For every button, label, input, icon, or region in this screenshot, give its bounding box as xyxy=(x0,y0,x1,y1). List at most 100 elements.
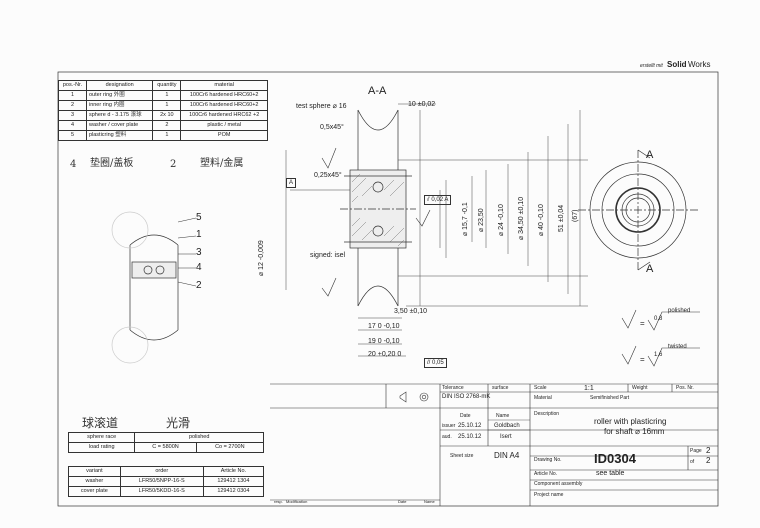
side-view xyxy=(578,149,698,271)
tolerance-label: Tolerance xyxy=(442,385,464,391)
component-label: Component assembly xyxy=(534,481,583,487)
designation-text: plasticring xyxy=(88,131,114,138)
col-header: order xyxy=(119,466,204,477)
total-pages: 2 xyxy=(706,456,711,465)
designation-cell: washer / cover plate xyxy=(85,120,154,131)
scale-value: 1:1 xyxy=(584,385,594,392)
description-label: Description xyxy=(534,411,560,417)
project-label: Project name xyxy=(534,492,564,498)
handwritten-material: 塑料/金属 xyxy=(200,158,244,169)
table-row: washer LFR50/5NPP-16-S 129412 1304 xyxy=(68,476,265,487)
order-cell: LFR50/5NPP-16-S xyxy=(119,476,204,487)
polished-label: polished xyxy=(668,308,691,314)
brand-solid: Solid xyxy=(667,60,687,69)
created-with-label: erstellt mit xyxy=(640,63,663,69)
surface-label: surface xyxy=(492,385,509,391)
callout-2: 2 xyxy=(196,280,202,291)
material-cell: 100Cr6 hardened HRC60+2 xyxy=(180,100,268,111)
pos-cell: 2 xyxy=(58,100,87,111)
article-value: see table xyxy=(596,470,625,477)
date-label: Date xyxy=(460,413,471,419)
load-label: sphere race xyxy=(67,432,136,443)
load-table: sphere race polished load rating C = 580… xyxy=(67,432,265,453)
datum-label: A xyxy=(286,178,297,188)
quantity-cell: 2 xyxy=(152,120,182,131)
section-view-outline xyxy=(340,109,416,307)
dia-23-50-dim: ⌀ 23,50 xyxy=(478,208,485,232)
frame-value: 0,02 xyxy=(431,197,444,203)
quantity-cell: 1 xyxy=(152,130,182,141)
designation-text: sphere d - 3.175 xyxy=(88,111,130,118)
test-sphere-label: test sphere ⌀ 16 xyxy=(296,103,347,110)
material-cell: 100Cr6 hardened HRC60+2 xyxy=(180,90,268,101)
parts-table: pos.-Nr. designation quantity material 1… xyxy=(58,80,268,141)
handwritten-note: 内圈 xyxy=(113,101,125,108)
handwritten-polished: 光滑 xyxy=(166,416,191,430)
variant-cell: cover plate xyxy=(68,486,121,497)
col-header: designation xyxy=(85,80,154,91)
roughness-symbol xyxy=(415,209,431,227)
page-number: 2 xyxy=(706,446,711,455)
title-block-grid xyxy=(270,383,718,506)
quantity-cell: 2x 10 xyxy=(152,110,182,121)
polished-value: 0,8 xyxy=(654,316,663,322)
article-label: Article No. xyxy=(534,471,558,477)
variant-cell: washer xyxy=(68,476,121,487)
callout-4: 4 xyxy=(196,262,202,273)
col-header: material xyxy=(180,80,268,91)
aud-date: 25.10.12 xyxy=(458,434,482,440)
frame-datum: A xyxy=(444,197,449,203)
material-value: Semifinished Part xyxy=(590,395,630,401)
twisted-label: twisted xyxy=(668,344,687,350)
dia-34-50-dim: ⌀ 34,50 ±0,10 xyxy=(518,196,525,240)
material-cell: 100Cr6 hardened HRC62 +2 xyxy=(180,110,268,121)
material-cell: plastic / metal xyxy=(180,120,268,131)
callout-5: 5 xyxy=(196,212,202,223)
table-row: load rating C = 5800N Co = 2700N xyxy=(67,442,265,453)
dim-20: 20 +0,20 0 xyxy=(368,351,402,358)
material-label: Material xyxy=(534,395,552,401)
section-mark-top: A xyxy=(646,149,654,161)
chamfer-mid-label: 0,25x45° xyxy=(314,172,342,179)
frame-symbol: // xyxy=(427,360,431,366)
table-row: 5 plasticring 塑料 1 POM xyxy=(58,130,268,141)
designation-text: inner ring xyxy=(88,101,112,108)
handwritten-note: 滚球 xyxy=(130,111,142,118)
roughness-symbol xyxy=(321,147,337,169)
brand-works: Works xyxy=(688,60,711,69)
dim-67: (67) xyxy=(572,209,579,222)
table-row: 4 washer / cover plate 2 plastic / metal xyxy=(58,120,268,131)
designation-cell: sphere d - 3.175 滚球 xyxy=(85,110,154,121)
table-row: 3 sphere d - 3.175 滚球 2x 10 100Cr6 harde… xyxy=(58,110,268,121)
pos-cell: 5 xyxy=(58,130,87,141)
col-header: variant xyxy=(68,466,121,477)
col-header: pos.-Nr. xyxy=(58,80,87,91)
designation-cell: inner ring 内圈 xyxy=(85,100,154,111)
aud-name: Isert xyxy=(500,434,512,440)
material-cell: POM xyxy=(180,130,268,141)
col-header: quantity xyxy=(152,80,182,91)
dim-51: 51 ±0,04 xyxy=(558,204,565,232)
table-row: cover plate LFR50/5KDD-16-S 129412 0304 xyxy=(68,486,265,497)
tolerance-value: DIN ISO 2768-mK xyxy=(442,394,491,400)
handwritten-designation: 垫圈/盖板 xyxy=(90,158,134,169)
variant-table: variant order Article No. washer LFR50/5… xyxy=(68,466,265,497)
dia-24-dim: ⌀ 24 -0,10 xyxy=(498,204,505,236)
drawing-no-label: Drawing No. xyxy=(534,457,562,463)
pos-cell: 3 xyxy=(58,110,87,121)
posnr-label: Pos. Nr. xyxy=(676,385,694,391)
date-label-revision: Date xyxy=(398,499,407,504)
pos-cell: 1 xyxy=(58,90,87,101)
parallel-frame: // 0,05 xyxy=(424,358,447,368)
signed-label: signed: isel xyxy=(310,252,346,259)
table-row: 1 outer ring 外圈 1 100Cr6 hardened HRC60+… xyxy=(58,90,268,101)
revision-label: resp. xyxy=(274,499,283,504)
section-hatching xyxy=(351,173,405,247)
load-value: polished xyxy=(134,432,264,443)
sheet-size-label: Sheet size xyxy=(450,453,474,459)
page-label: Page xyxy=(690,448,702,454)
parts-table-header: pos.-Nr. designation quantity material xyxy=(58,80,268,91)
sheet-border xyxy=(57,71,719,507)
dim-3-50: 3,50 ±0,10 xyxy=(394,308,428,315)
